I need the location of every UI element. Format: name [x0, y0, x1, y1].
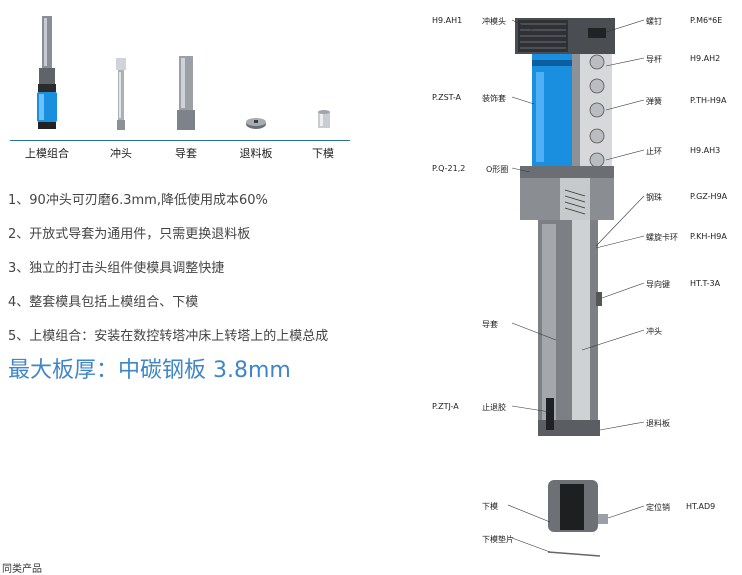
part-code: P.M6*6E [690, 16, 723, 25]
part-code: H9.AH2 [690, 54, 721, 63]
max-thickness-headline: 最大板厚：中碳钢板 3.8mm [8, 358, 291, 383]
product-divider [10, 140, 350, 141]
part-name: 装饰套 [482, 94, 506, 103]
part-name: 导套 [482, 320, 498, 329]
product-thumbnails: 上模组合 冲头 导套 退料板 下模 [10, 8, 350, 160]
part-code: P.TH-H9A [690, 96, 727, 105]
feature-item: 1、90冲头可刃磨6.3mm,降低使用成本60% [8, 193, 268, 208]
related-products-label: 同类产品 [2, 564, 42, 575]
part-code: P.Q-21,2 [432, 164, 466, 173]
cross-section-drawing [507, 18, 645, 557]
product-label: 冲头 [110, 147, 132, 160]
guide-sleeve-image [177, 56, 195, 130]
part-name: 冲模头 [482, 17, 506, 26]
part-code: P.KH-H9A [690, 232, 727, 241]
product-label: 上模组合 [25, 147, 69, 160]
part-name: 螺旋卡环 [646, 233, 678, 242]
feature-item: 5、上模组合：安装在数控转塔冲床上转塔上的上模总成 [8, 329, 329, 344]
product-label: 退料板 [239, 147, 273, 160]
part-code: HT.AD9 [686, 502, 716, 511]
die-cross-section-diagram: H9.AH1 冲模头 P.ZST-A 装饰套 P.Q-21,2 O形圈 导套 P… [420, 0, 742, 569]
part-name: 止退胶 [482, 403, 506, 412]
part-name: 螺钉 [646, 17, 662, 26]
part-name: 下模 [482, 502, 498, 511]
feature-item: 3、独立的打击头组件使模具调整快捷 [8, 261, 225, 276]
part-name: O形圈 [486, 165, 509, 174]
feature-item: 4、整套模具包括上模组合、下模 [8, 295, 199, 310]
lower-die-image [318, 110, 330, 128]
stripper-plate-image [246, 118, 266, 129]
part-name: 退料板 [646, 419, 670, 428]
part-name: 下模垫片 [482, 535, 514, 544]
part-code: H9.AH1 [432, 16, 463, 25]
part-name: 导向键 [646, 280, 670, 289]
part-code: H9.AH3 [690, 146, 721, 155]
part-name: 定位销 [646, 503, 670, 512]
part-code: P.GZ-H9A [690, 192, 728, 201]
part-code: P.ZST-A [432, 93, 462, 102]
part-name: 导杆 [646, 55, 662, 64]
part-name: 弹簧 [646, 97, 662, 106]
upper-die-assembly-image [37, 16, 57, 129]
part-name: 钢珠 [646, 193, 662, 202]
feature-item: 2、开放式导套为通用件，只需更换退料板 [8, 227, 251, 242]
part-name: 冲头 [646, 327, 662, 336]
product-label: 下模 [312, 147, 334, 160]
part-code: P.ZTJ-A [432, 402, 459, 411]
product-label: 导套 [175, 147, 197, 160]
part-name: 止环 [646, 147, 662, 156]
part-code: HT.T-3A [690, 279, 721, 288]
punch-image [116, 58, 126, 130]
